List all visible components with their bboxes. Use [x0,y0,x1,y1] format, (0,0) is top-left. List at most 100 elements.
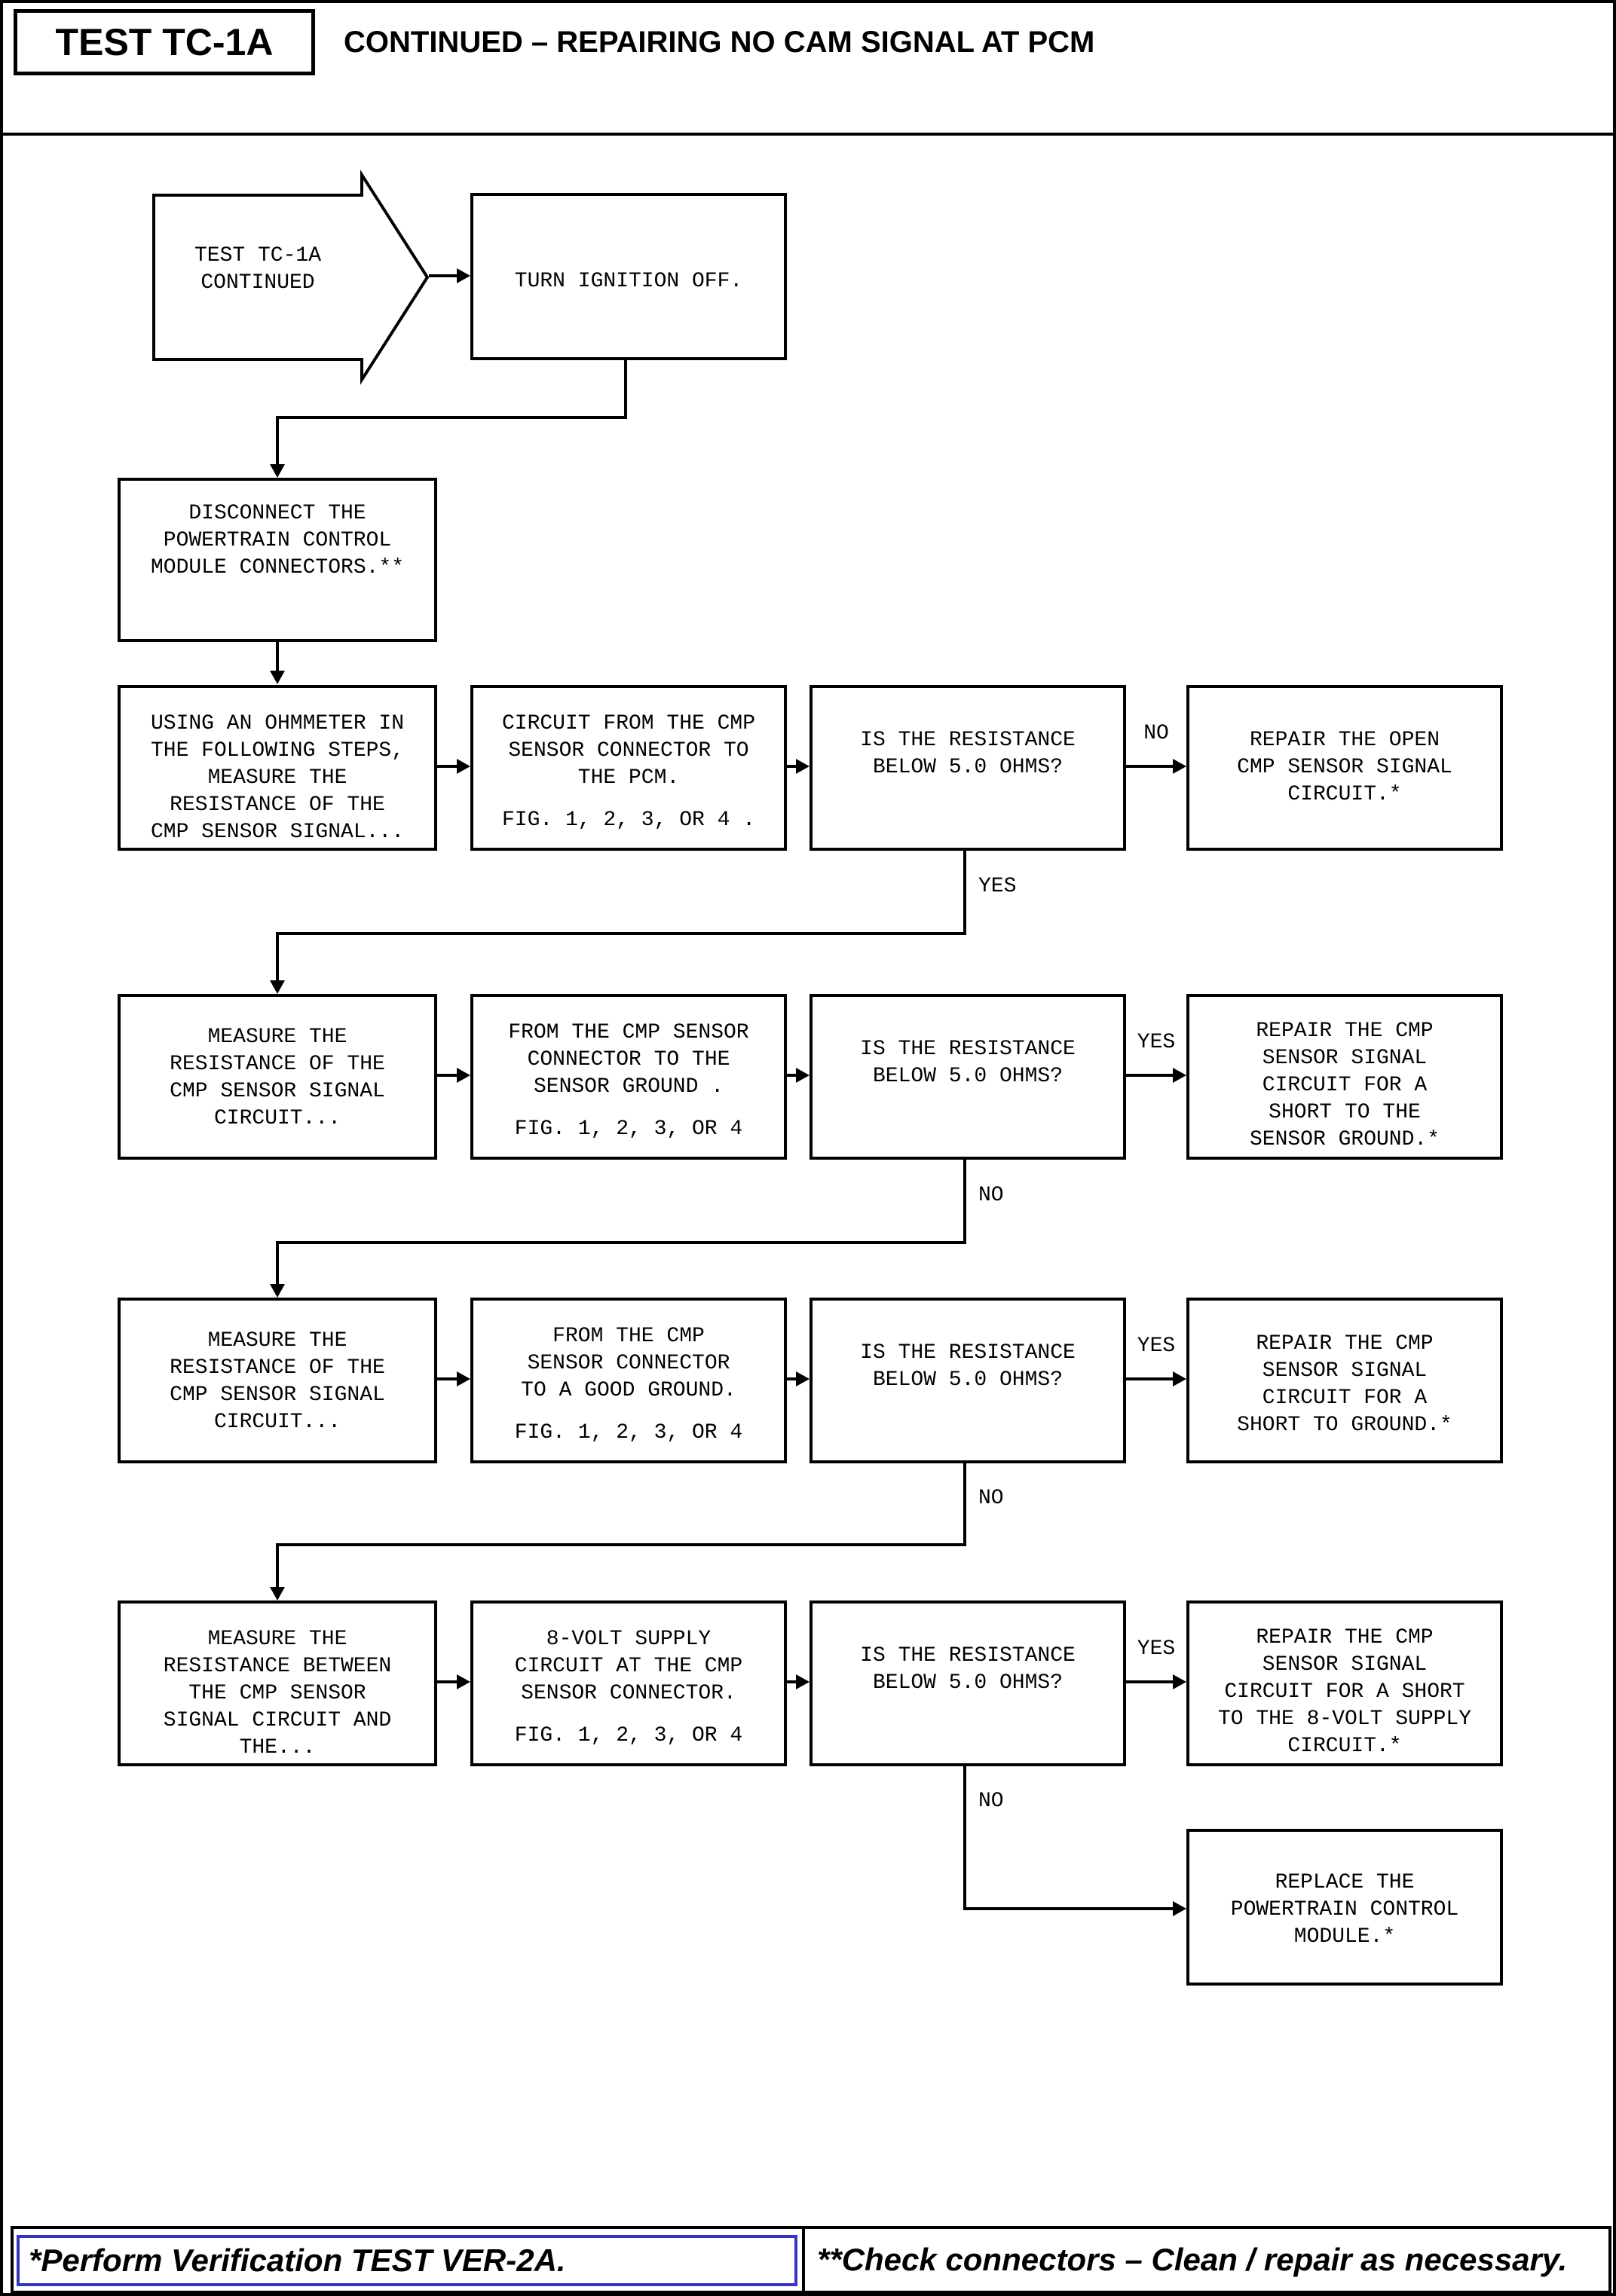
start-label: TEST TC-1A CONTINUED [194,244,322,295]
row3-fig-text: FIG. 1, 2, 3, OR 4 [514,1421,743,1445]
connector-line [276,1241,966,1244]
row3-question-box: IS THE RESISTANCE BELOW 5.0 OHMS? [810,1298,1126,1463]
row1-action-text: REPAIR THE OPEN CMP SENSOR SIGNAL CIRCUI… [1237,729,1452,806]
row3-detail-box: FROM THE CMP SENSOR CONNECTOR TO A GOOD … [470,1298,787,1463]
row2-detail-text: FROM THE CMP SENSOR CONNECTOR TO THE SEN… [508,1021,749,1099]
row1-detail-box: CIRCUIT FROM THE CMP SENSOR CONNECTOR TO… [470,685,787,851]
connector-line [276,932,966,935]
row1-fig-text: FIG. 1, 2, 3, OR 4 . [501,809,756,832]
footer-note-connectors: **Check connectors – Clean / repair as n… [817,2242,1568,2277]
footer-right-cell: **Check connectors – Clean / repair as n… [802,2226,1611,2293]
down-arrowhead-icon [270,464,285,478]
step-disconnect-text: DISCONNECT THE POWERTRAIN CONTROL MODULE… [150,502,405,579]
connector-line [1126,1377,1173,1380]
row4-measure-box: MEASURE THE RESISTANCE BETWEEN THE CMP S… [118,1600,437,1766]
row2-measure-text: MEASURE THE RESISTANCE OF THE CMP SENSOR… [170,1026,385,1130]
connector-line [437,1074,457,1077]
row1-measure-box: USING AN OHMMETER IN THE FOLLOWING STEPS… [118,685,437,851]
row1-detail-text: CIRCUIT FROM THE CMP SENSOR CONNECTOR TO… [501,712,756,790]
row3-measure-text: MEASURE THE RESISTANCE OF THE CMP SENSOR… [170,1329,385,1434]
down-arrowhead-icon [270,1284,285,1298]
row3-branch-label: YES [1137,1334,1176,1358]
row1-drop-label: YES [978,875,1017,898]
row2-fig-text: FIG. 1, 2, 3, OR 4 [514,1117,743,1141]
row4-detail-text: 8-VOLT SUPPLY CIRCUIT AT THE CMP SENSOR … [514,1628,743,1705]
connector-line [963,851,966,935]
row3-detail-text: FROM THE CMP SENSOR CONNECTOR TO A GOOD … [521,1325,736,1402]
down-arrowhead-icon [270,1587,285,1600]
right-arrowhead-icon [457,759,470,774]
right-arrowhead-icon [1173,759,1186,774]
right-arrowhead-icon [796,759,810,774]
connector-line [963,1463,966,1546]
right-arrowhead-icon [1173,1068,1186,1083]
right-arrowhead-icon [457,1371,470,1386]
row2-detail-box: FROM THE CMP SENSOR CONNECTOR TO THE SEN… [470,994,787,1160]
connector-line [787,1377,796,1380]
row3-drop-label: NO [978,1487,1004,1510]
row1-branch-label: NO [1143,722,1169,745]
row2-question-text: IS THE RESISTANCE BELOW 5.0 OHMS? [860,1038,1076,1088]
connector-line [1126,1680,1173,1683]
row3-action-box: REPAIR THE CMP SENSOR SIGNAL CIRCUIT FOR… [1186,1298,1503,1463]
final-replace-text: REPLACE THE POWERTRAIN CONTROL MODULE.* [1230,1871,1459,1949]
row1-question-text: IS THE RESISTANCE BELOW 5.0 OHMS? [860,729,1076,779]
row4-drop-label: NO [978,1790,1004,1813]
step-turn-ignition-box: TURN IGNITION OFF. [470,193,787,360]
right-arrowhead-icon [796,1371,810,1386]
right-arrowhead-icon [457,1674,470,1689]
connector-line [1126,765,1173,768]
row2-question-box: IS THE RESISTANCE BELOW 5.0 OHMS? [810,994,1126,1160]
start-arrowhead-icon [457,268,470,283]
right-arrowhead-icon [1173,1674,1186,1689]
row4-detail-box: 8-VOLT SUPPLY CIRCUIT AT THE CMP SENSOR … [470,1600,787,1766]
connector-line [276,1241,279,1286]
row2-branch-label: YES [1137,1031,1176,1054]
row4-measure-text: MEASURE THE RESISTANCE BETWEEN THE CMP S… [163,1628,392,1759]
footer-note-verification: *Perform Verification TEST VER-2A. [29,2242,566,2278]
connector-line [437,765,457,768]
page-title-wrap: CONTINUED – REPAIRING NO CAM SIGNAL AT P… [344,9,1094,75]
row1-measure-text: USING AN OHMMETER IN THE FOLLOWING STEPS… [150,712,405,844]
header-divider [3,133,1613,136]
right-arrowhead-icon [796,1674,810,1689]
row3-action-text: REPAIR THE CMP SENSOR SIGNAL CIRCUIT FOR… [1237,1332,1452,1437]
row4-question-box: IS THE RESISTANCE BELOW 5.0 OHMS? [810,1600,1126,1766]
right-arrowhead-icon [796,1068,810,1083]
row4-fig-text: FIG. 1, 2, 3, OR 4 [514,1724,743,1747]
start-connector-shape [152,170,430,385]
connector-line [437,1680,457,1683]
test-id-box: TEST TC-1A [14,9,315,75]
final-replace-box: REPLACE THE POWERTRAIN CONTROL MODULE.* [1186,1829,1503,1986]
connector-line [1126,1074,1173,1077]
row2-drop-label: NO [978,1184,1004,1207]
row2-action-text: REPAIR THE CMP SENSOR SIGNAL CIRCUIT FOR… [1249,1020,1440,1151]
row4-action-box: REPAIR THE CMP SENSOR SIGNAL CIRCUIT FOR… [1186,1600,1503,1766]
connector-line [276,932,279,982]
right-arrowhead-icon [457,1068,470,1083]
row1-question-box: IS THE RESISTANCE BELOW 5.0 OHMS? [810,685,1126,851]
row4-action-text: REPAIR THE CMP SENSOR SIGNAL CIRCUIT FOR… [1217,1626,1472,1758]
connector-line [787,765,796,768]
row1-action-box: REPAIR THE OPEN CMP SENSOR SIGNAL CIRCUI… [1186,685,1503,851]
connector-line [963,1766,966,1910]
connector-line [276,416,279,466]
row2-measure-box: MEASURE THE RESISTANCE OF THE CMP SENSOR… [118,994,437,1160]
connector-line [787,1680,796,1683]
row4-question-text: IS THE RESISTANCE BELOW 5.0 OHMS? [860,1644,1076,1695]
connector-line [624,360,627,419]
footer-verification-link[interactable]: *Perform Verification TEST VER-2A. [17,2235,797,2286]
page-title: CONTINUED – REPAIRING NO CAM SIGNAL AT P… [344,25,1095,59]
step-turn-ignition-text: TURN IGNITION OFF. [514,270,743,293]
connector-line [787,1074,796,1077]
connector-line [276,1543,966,1546]
down-arrowhead-icon [270,671,285,684]
connector-line [437,1377,457,1380]
connector-line [276,416,627,419]
row2-action-box: REPAIR THE CMP SENSOR SIGNAL CIRCUIT FOR… [1186,994,1503,1160]
row3-measure-box: MEASURE THE RESISTANCE OF THE CMP SENSOR… [118,1298,437,1463]
connector-line [276,642,279,672]
connector-line [276,1543,279,1588]
right-arrowhead-icon [1173,1901,1186,1916]
